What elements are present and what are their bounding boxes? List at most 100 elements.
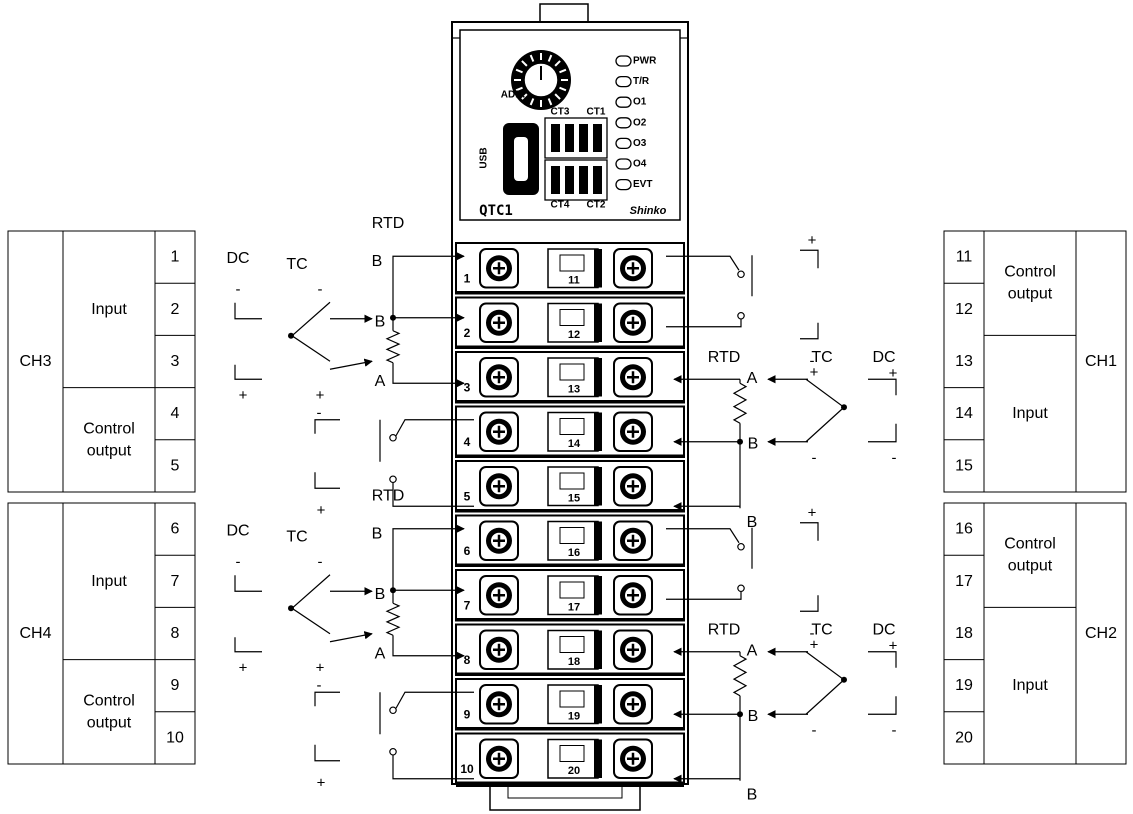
group-label: output xyxy=(87,714,132,731)
rtd-b-label: B xyxy=(748,708,759,725)
led-label: EVT xyxy=(633,179,652,190)
ct-label: CT1 xyxy=(587,107,606,118)
terminal-number: 12 xyxy=(955,301,973,318)
rtd-resistor xyxy=(385,330,401,364)
terminal-window-inner xyxy=(559,472,585,490)
relay-wire xyxy=(314,691,340,707)
rtd-b-label: B xyxy=(372,253,383,270)
terminal-number-left: 9 xyxy=(464,707,471,721)
brand-logo: Shinko xyxy=(630,205,667,217)
relay-minus: - xyxy=(810,625,815,642)
tc-plus: + xyxy=(810,636,819,653)
led-label: T/R xyxy=(633,76,650,87)
led-label: O2 xyxy=(633,117,647,128)
tc-b-label: B xyxy=(375,586,386,603)
tc-label: TC xyxy=(286,528,307,545)
relay-contact xyxy=(389,706,397,715)
tc-label: TC xyxy=(286,256,307,273)
terminal-window-inner xyxy=(559,254,585,272)
ct-label: CT2 xyxy=(587,200,606,211)
terminal-number: 3 xyxy=(171,353,180,370)
rtd-wire xyxy=(392,362,465,388)
dial-tick xyxy=(559,86,567,92)
relay-wire xyxy=(314,419,340,434)
rtd-label: RTD xyxy=(708,349,741,366)
led-indicator xyxy=(615,55,632,67)
tc-minus: - xyxy=(318,281,323,298)
tc-arrow xyxy=(329,358,373,370)
terminal-number-right: 18 xyxy=(568,656,580,668)
usb-label: USB xyxy=(479,147,490,168)
terminal-number-left: 5 xyxy=(464,489,471,503)
dc-wire xyxy=(868,651,897,668)
group-label: output xyxy=(87,442,132,459)
terminal-number: 19 xyxy=(955,677,973,694)
relay-contact xyxy=(737,542,745,551)
relay-wire xyxy=(666,318,742,328)
relay-wire xyxy=(395,419,474,437)
terminal-window-inner xyxy=(559,581,585,599)
dial-tick xyxy=(515,86,523,92)
terminal-number-right: 20 xyxy=(568,765,580,777)
relay-wire xyxy=(314,472,340,489)
dc-minus: - xyxy=(236,553,241,570)
rtd-resistor xyxy=(732,382,748,424)
terminal-number: 13 xyxy=(955,353,973,370)
terminal-number: 2 xyxy=(171,301,180,318)
dc-minus: - xyxy=(892,449,897,466)
terminal-number-left: 4 xyxy=(464,435,471,449)
tc-plus: + xyxy=(316,659,325,676)
channel-label: CH1 xyxy=(1085,353,1117,370)
led-indicator xyxy=(615,96,632,108)
relay-plus: + xyxy=(317,774,326,791)
led-label: O1 xyxy=(633,97,647,108)
junction-dot xyxy=(841,404,847,411)
group-label: output xyxy=(1008,558,1053,575)
terminal-number-left: 2 xyxy=(464,326,471,340)
relay-wire xyxy=(800,522,819,541)
dial-tick xyxy=(547,54,553,62)
rtd-label: RTD xyxy=(372,215,405,232)
dc-label: DC xyxy=(226,250,249,267)
terminal-number-right: 19 xyxy=(568,711,580,723)
dc-plus: + xyxy=(239,387,248,404)
rtd-b-label: B xyxy=(372,525,383,542)
dc-plus: + xyxy=(239,659,248,676)
rtd-resistor xyxy=(732,655,748,697)
relay-wire xyxy=(392,754,474,780)
relay-minus: - xyxy=(317,404,322,421)
ct-pin xyxy=(551,166,560,194)
tc-minus: - xyxy=(318,553,323,570)
terminal-number-left: 3 xyxy=(464,380,471,394)
terminal-number: 17 xyxy=(955,573,973,590)
terminal-number-left: 1 xyxy=(464,271,471,285)
junction-dot xyxy=(841,676,847,683)
led-label: PWR xyxy=(633,56,657,67)
terminal-number-right: 11 xyxy=(568,275,580,287)
relay-wire xyxy=(800,249,819,269)
relay-plus: + xyxy=(317,502,326,519)
ct-pin xyxy=(565,166,574,194)
group-label: Input xyxy=(1012,405,1048,422)
dc-plus: + xyxy=(889,365,898,382)
group-label: Control xyxy=(1004,264,1056,281)
led-label: O4 xyxy=(633,159,647,170)
ct-pin xyxy=(551,124,560,152)
terminal-window-edge xyxy=(594,412,602,451)
dc-wire xyxy=(234,575,262,592)
relay-minus: - xyxy=(810,352,815,369)
terminal-window-edge xyxy=(594,739,602,778)
channel-table-frame xyxy=(943,502,1127,765)
terminal-window-edge xyxy=(594,249,602,288)
relay-contact xyxy=(737,311,745,320)
dc-wire xyxy=(868,696,897,715)
dc-wire xyxy=(868,423,897,443)
tc-junction xyxy=(291,301,331,362)
terminal-window-inner xyxy=(559,418,585,435)
rtd-label: RTD xyxy=(708,621,741,638)
terminal-number: 14 xyxy=(955,405,973,422)
terminal-number-left: 7 xyxy=(464,598,471,612)
terminal-window-edge xyxy=(594,630,602,669)
